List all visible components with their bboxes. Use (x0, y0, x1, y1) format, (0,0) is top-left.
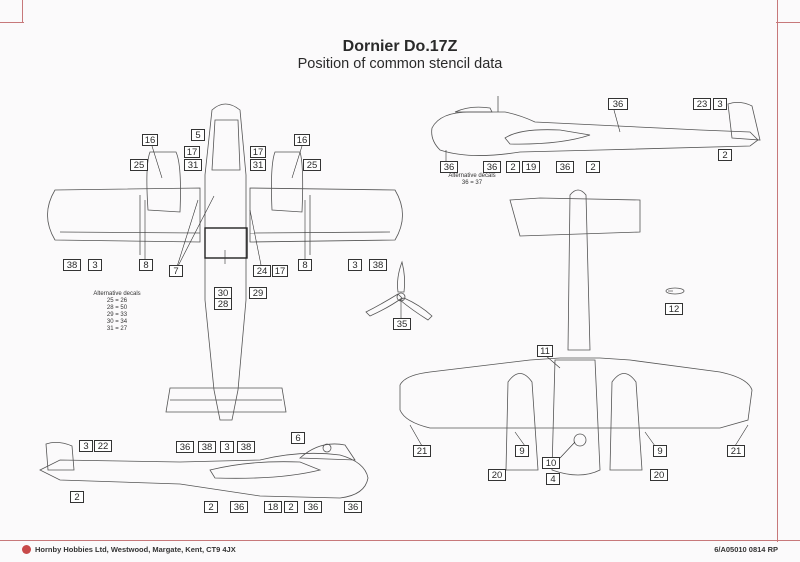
alt-decals-note: Alternative decals 36 = 37 (448, 173, 496, 186)
callout-label: 25 (130, 159, 148, 171)
alt-decals-note: Alternative decals 25 = 26 28 = 50 29 = … (93, 291, 141, 332)
callout-label: 36 (483, 161, 501, 173)
callout-label: 36 (344, 501, 362, 513)
part-12-drawing (665, 287, 685, 295)
callout-label: 17 (250, 146, 266, 158)
callout-label: 3 (220, 441, 234, 453)
callout-label: 20 (650, 469, 668, 481)
callout-label: 6 (291, 432, 305, 444)
callout-label: 24 (253, 265, 271, 277)
crop-mark (776, 22, 800, 23)
hornby-logo (22, 545, 31, 554)
publisher-address: Hornby Hobbies Ltd, Westwood, Margate, K… (35, 545, 236, 554)
callout-label: 36 (176, 441, 194, 453)
side-view-bottom-drawing (39, 442, 369, 499)
plan-view-drawing (47, 103, 403, 421)
callout-label: 36 (608, 98, 628, 110)
callout-label: 36 (440, 161, 458, 173)
callout-label: 20 (488, 469, 506, 481)
callout-label: 4 (546, 473, 560, 485)
callout-label: 2 (506, 161, 520, 173)
callout-label: 3 (79, 440, 93, 452)
callout-label: 38 (63, 259, 81, 271)
callout-label: 17 (272, 265, 288, 277)
callout-label: 38 (369, 259, 387, 271)
callout-label: 16 (142, 134, 158, 146)
crop-mark (777, 0, 778, 22)
callout-label: 9 (515, 445, 529, 457)
sheet-reference: 6/A05010 0814 RP (714, 545, 778, 554)
callout-label: 38 (198, 441, 216, 453)
callout-label: 36 (230, 501, 248, 513)
callout-label: 2 (586, 161, 600, 173)
crop-mark (777, 22, 778, 542)
callout-label: 12 (665, 303, 683, 315)
crop-mark (0, 540, 800, 541)
callout-label: 36 (304, 501, 322, 513)
callout-label: 3 (348, 259, 362, 271)
callout-label: 2 (204, 501, 218, 513)
callout-label: 29 (249, 287, 267, 299)
callout-label: 10 (542, 457, 560, 469)
callout-label: 38 (237, 441, 255, 453)
callout-label: 7 (169, 265, 183, 277)
page-title: Dornier Do.17Z (342, 38, 458, 55)
propeller-drawing (365, 260, 433, 321)
callout-label: 11 (537, 345, 553, 357)
callout-label: 36 (556, 161, 574, 173)
callout-label: 25 (303, 159, 321, 171)
callout-label: 23 (693, 98, 711, 110)
callout-label: 17 (184, 146, 200, 158)
callout-label: 2 (718, 149, 732, 161)
callout-label: 21 (413, 445, 431, 457)
callout-label: 3 (88, 259, 102, 271)
callout-label: 28 (214, 298, 232, 310)
callout-label: 8 (139, 259, 153, 271)
page-subtitle: Position of common stencil data (297, 56, 503, 72)
callout-label: 31 (184, 159, 202, 171)
callout-label: 16 (294, 134, 310, 146)
callout-label: 5 (191, 129, 205, 141)
underside-view-drawing (399, 189, 753, 476)
crop-mark (22, 0, 23, 22)
callout-label: 8 (298, 259, 312, 271)
crop-mark (0, 22, 24, 23)
callout-label: 21 (727, 445, 745, 457)
callout-label: 2 (284, 501, 298, 513)
callout-label: 9 (653, 445, 667, 457)
callout-label: 2 (70, 491, 84, 503)
callout-label: 18 (264, 501, 282, 513)
side-view-top-drawing (431, 96, 761, 156)
callout-label: 35 (393, 318, 411, 330)
callout-label: 31 (250, 159, 266, 171)
callout-label: 19 (522, 161, 540, 173)
callout-label: 22 (94, 440, 112, 452)
callout-label: 3 (713, 98, 727, 110)
